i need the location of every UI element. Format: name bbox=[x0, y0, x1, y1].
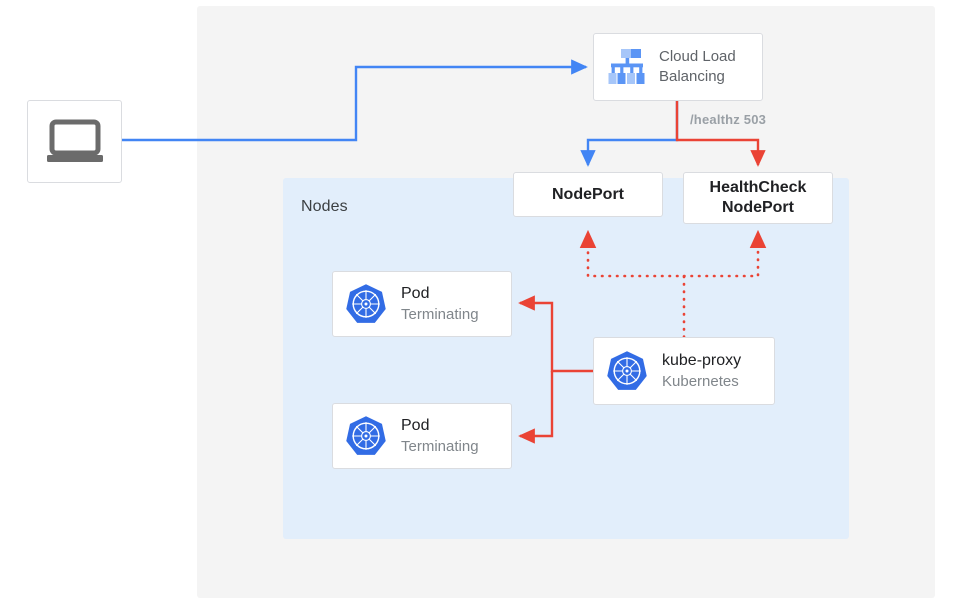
kube-proxy-card[interactable]: kube-proxy Kubernetes bbox=[593, 337, 775, 405]
pod-text-2: Pod Terminating bbox=[401, 416, 479, 456]
kube-proxy-title: kube-proxy bbox=[662, 352, 742, 370]
edge-loadbalancer-to-healthcheck-nodeport bbox=[675, 101, 766, 167]
healthcheck-nodeport-card[interactable]: HealthCheck NodePort bbox=[683, 172, 833, 224]
client-device-card[interactable] bbox=[27, 100, 122, 183]
cloud-load-balancing-label: Cloud Load Balancing bbox=[659, 47, 736, 87]
healthcheck-nodeport-label: HealthCheck NodePort bbox=[710, 178, 807, 218]
kubernetes-icon bbox=[607, 351, 647, 390]
healthcheck-nodeport-label-line2: NodePort bbox=[721, 199, 794, 216]
cloud-load-balancing-icon bbox=[608, 49, 645, 84]
pod-title-2: Pod bbox=[401, 417, 430, 435]
pod-title-1: Pod bbox=[401, 285, 430, 303]
nodeport-label-line1: NodePort bbox=[552, 185, 624, 203]
laptop-icon bbox=[46, 119, 103, 162]
edge-loadbalancer-to-nodeport bbox=[580, 101, 679, 167]
cloud-load-balancing-label-line2: Balancing bbox=[659, 68, 725, 85]
kubernetes-icon bbox=[346, 284, 386, 323]
pod-subtitle-1: Terminating bbox=[401, 305, 479, 323]
kube-proxy-subtitle: Kubernetes bbox=[662, 372, 739, 390]
pod-card-1[interactable]: Pod Terminating bbox=[332, 271, 512, 337]
pod-text-1: Pod Terminating bbox=[401, 284, 479, 324]
cloud-load-balancing-label-line1: Cloud Load bbox=[659, 48, 736, 65]
kube-proxy-text: kube-proxy Kubernetes bbox=[662, 351, 741, 391]
nodes-panel-label: Nodes bbox=[301, 198, 348, 215]
edge-kubeproxy-to-nodeports bbox=[579, 229, 767, 339]
edge-kubeproxy-to-pods bbox=[518, 295, 593, 444]
healthcheck-nodeport-label-line1: HealthCheck bbox=[709, 179, 807, 196]
cloud-load-balancing-card[interactable]: Cloud Load Balancing bbox=[593, 33, 763, 101]
kubernetes-icon bbox=[346, 416, 386, 455]
nodeport-card[interactable]: NodePort bbox=[513, 172, 663, 217]
healthz-edge-label: /healthz 503 bbox=[690, 112, 767, 127]
nodeport-label: NodePort bbox=[552, 185, 624, 205]
pod-subtitle-2: Terminating bbox=[401, 437, 479, 455]
pod-card-2[interactable]: Pod Terminating bbox=[332, 403, 512, 469]
edge-client-to-loadbalancer bbox=[122, 59, 588, 142]
